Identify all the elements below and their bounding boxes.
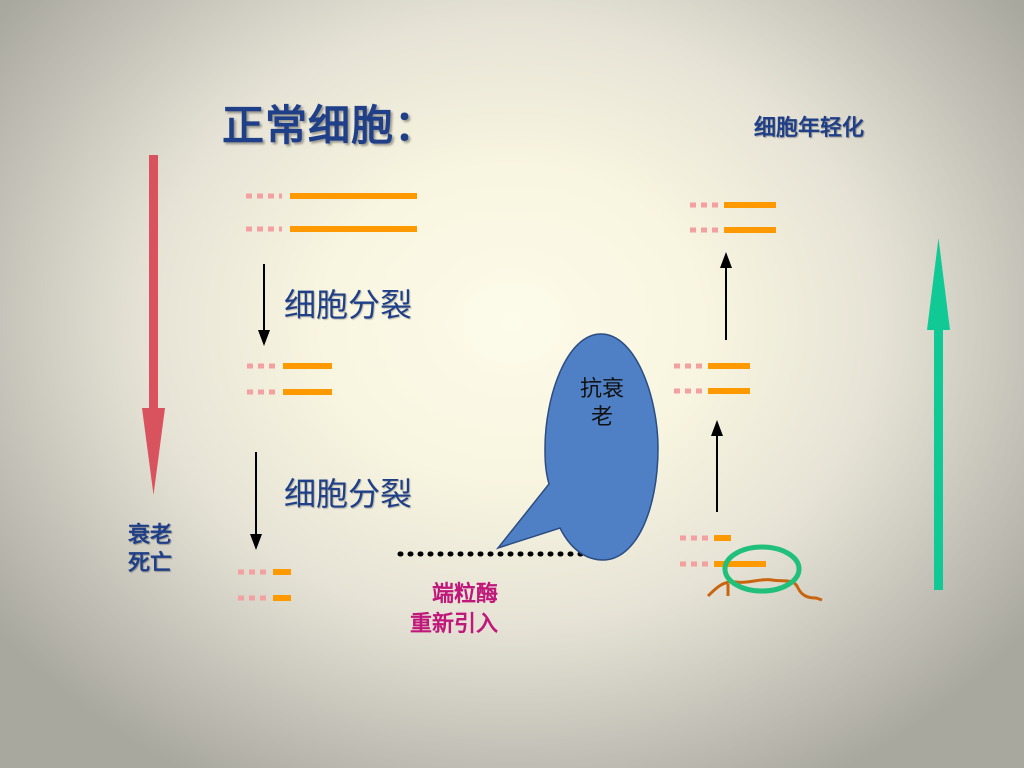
rejuvenation-arrow <box>927 238 950 590</box>
telomerase-word: 端粒酶 <box>432 582 499 607</box>
division-label-1: 细胞分裂 <box>284 286 413 324</box>
chromosome-pair-restored <box>674 363 750 394</box>
balloon-text: 抗衰老 <box>579 377 624 430</box>
death-word: 死亡 <box>128 551 173 576</box>
aging-arrow <box>142 155 165 495</box>
telomerase-ring <box>722 544 802 594</box>
chromosome-pair-long <box>246 193 417 232</box>
page-title: 正常细胞： <box>222 101 438 150</box>
rejuvenation-label: 细胞年轻化 <box>754 116 865 141</box>
chromosome-pair-with-telomerase <box>680 535 766 567</box>
anti-aging-balloon <box>495 333 659 561</box>
telomerase-strand <box>706 578 823 602</box>
aging-word: 衰老 <box>128 523 173 548</box>
chromosome-pair-medium <box>247 363 332 395</box>
division-label-2: 细胞分裂 <box>284 475 413 513</box>
chromosome-pair-short <box>238 569 291 601</box>
death-label: 衰老 死亡 <box>128 522 172 578</box>
enzyme-label: 端粒酶 重新引入 <box>410 580 498 640</box>
chromosome-pair-rejuvenated <box>690 202 776 233</box>
reintroduce-word: 重新引入 <box>410 612 499 637</box>
